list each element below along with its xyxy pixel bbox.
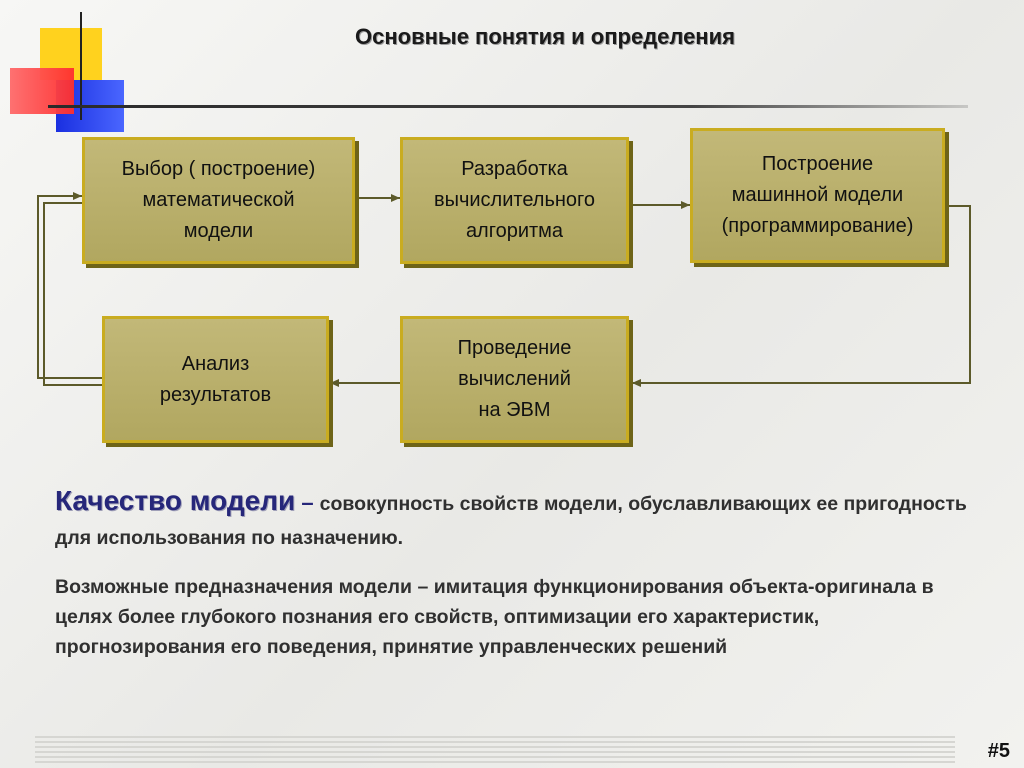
quality-dash: – <box>295 490 320 515</box>
quality-definition-text: совокупность свойств модели, обуславлива… <box>55 493 967 549</box>
box-computation-line-2: вычислений <box>458 368 571 390</box>
box-analysis-line-1: Анализ <box>181 352 250 375</box>
box-machine-model-line-2: машинной модели <box>731 184 904 206</box>
box-computation-line-3: на ЭВМ <box>478 399 551 421</box>
box-machine-model: Построение машинной модели (программиров… <box>690 128 945 263</box>
footer-decor-lines <box>35 736 955 766</box>
box-machine-model-line-3: (программирование) <box>721 215 914 237</box>
box-model-choice-line-2: математической <box>142 189 295 211</box>
box-model-choice: Выбор ( построение) математической модел… <box>82 137 355 264</box>
box-machine-model-line-1: Построение <box>761 153 874 175</box>
quality-term: Качество модели <box>55 485 296 516</box>
box-computation-line-1: Проведение <box>457 337 572 359</box>
slide-number: #5 <box>987 740 1010 762</box>
title-underline <box>48 105 968 108</box>
box-algorithm-line-1: Разработка <box>461 158 568 180</box>
box-analysis-line-2: результатов <box>159 383 272 406</box>
box-algorithm-line-2: вычислительного <box>433 189 596 211</box>
box-model-choice-line-3: модели <box>183 220 254 242</box>
box-analysis: Анализ результатов <box>102 316 329 443</box>
box-algorithm-line-3: алгоритма <box>465 220 564 242</box>
box-computation: Проведение вычислений на ЭВМ <box>400 316 629 443</box>
quality-definition: Качество модели – совокупность свойств м… <box>55 484 985 555</box>
page-title: Основные понятия и определения <box>355 24 735 49</box>
arrow-analysis-to-choice-outer <box>43 202 102 386</box>
arrow-analysis-to-choice <box>37 192 102 379</box>
model-purposes-text: Возможные предназначения модели – имитац… <box>55 576 934 658</box>
box-model-choice-line-1: Выбор ( построение) <box>121 158 316 180</box>
arrow-machine-to-computation <box>632 205 971 387</box>
box-algorithm: Разработка вычислительного алгоритма <box>400 137 629 264</box>
decor-vertical-line <box>80 12 82 120</box>
